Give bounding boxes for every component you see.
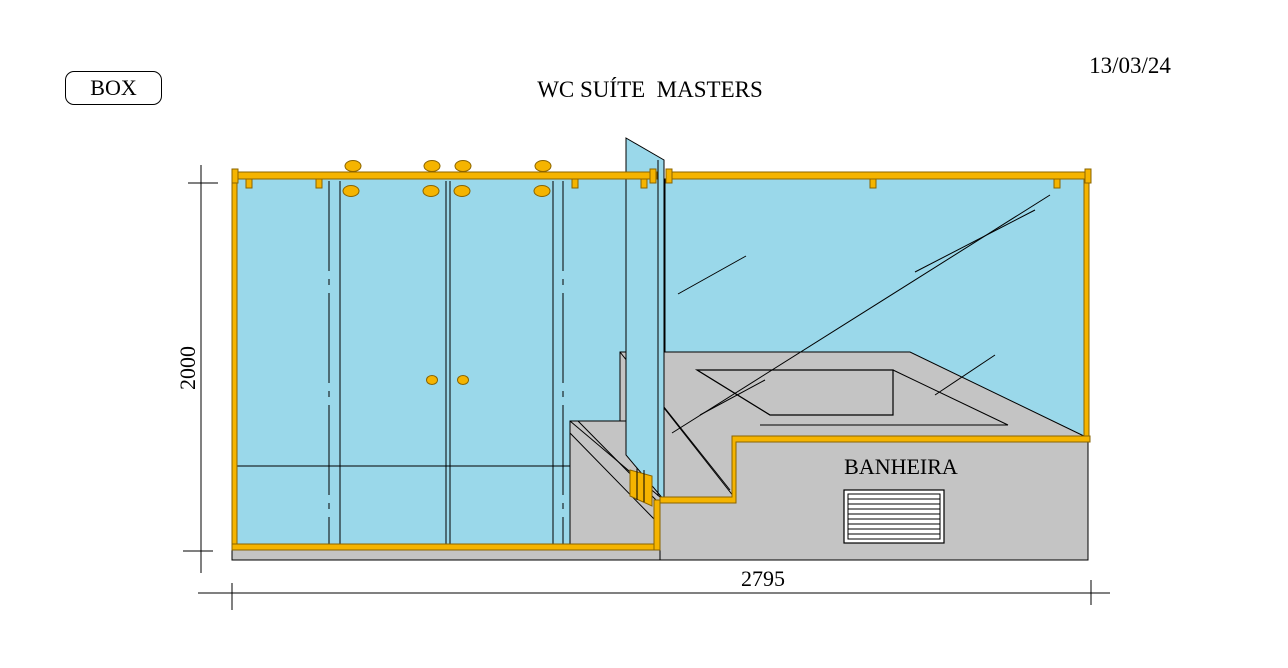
side-glass-panel (625, 137, 665, 507)
height-dimension: 2000 (175, 346, 200, 390)
drawing-title: WC SUÍTE MASTERS (537, 77, 763, 102)
door-divisions (328, 181, 564, 546)
drawing-date: 13/03/24 (1089, 53, 1171, 78)
vent-grille (843, 489, 945, 544)
width-dimension: 2795 (741, 566, 785, 591)
door-handles (426, 375, 469, 385)
bathtub-label: BANHEIRA (844, 454, 958, 479)
glass-reflections (232, 194, 1051, 467)
box-label: BOX (65, 71, 162, 105)
door-rollers (342, 160, 552, 197)
aluminium-frame (231, 168, 1092, 551)
width-dimension-line (198, 580, 1110, 610)
bathtub-block (231, 351, 1089, 561)
height-dimension-line (183, 165, 218, 573)
